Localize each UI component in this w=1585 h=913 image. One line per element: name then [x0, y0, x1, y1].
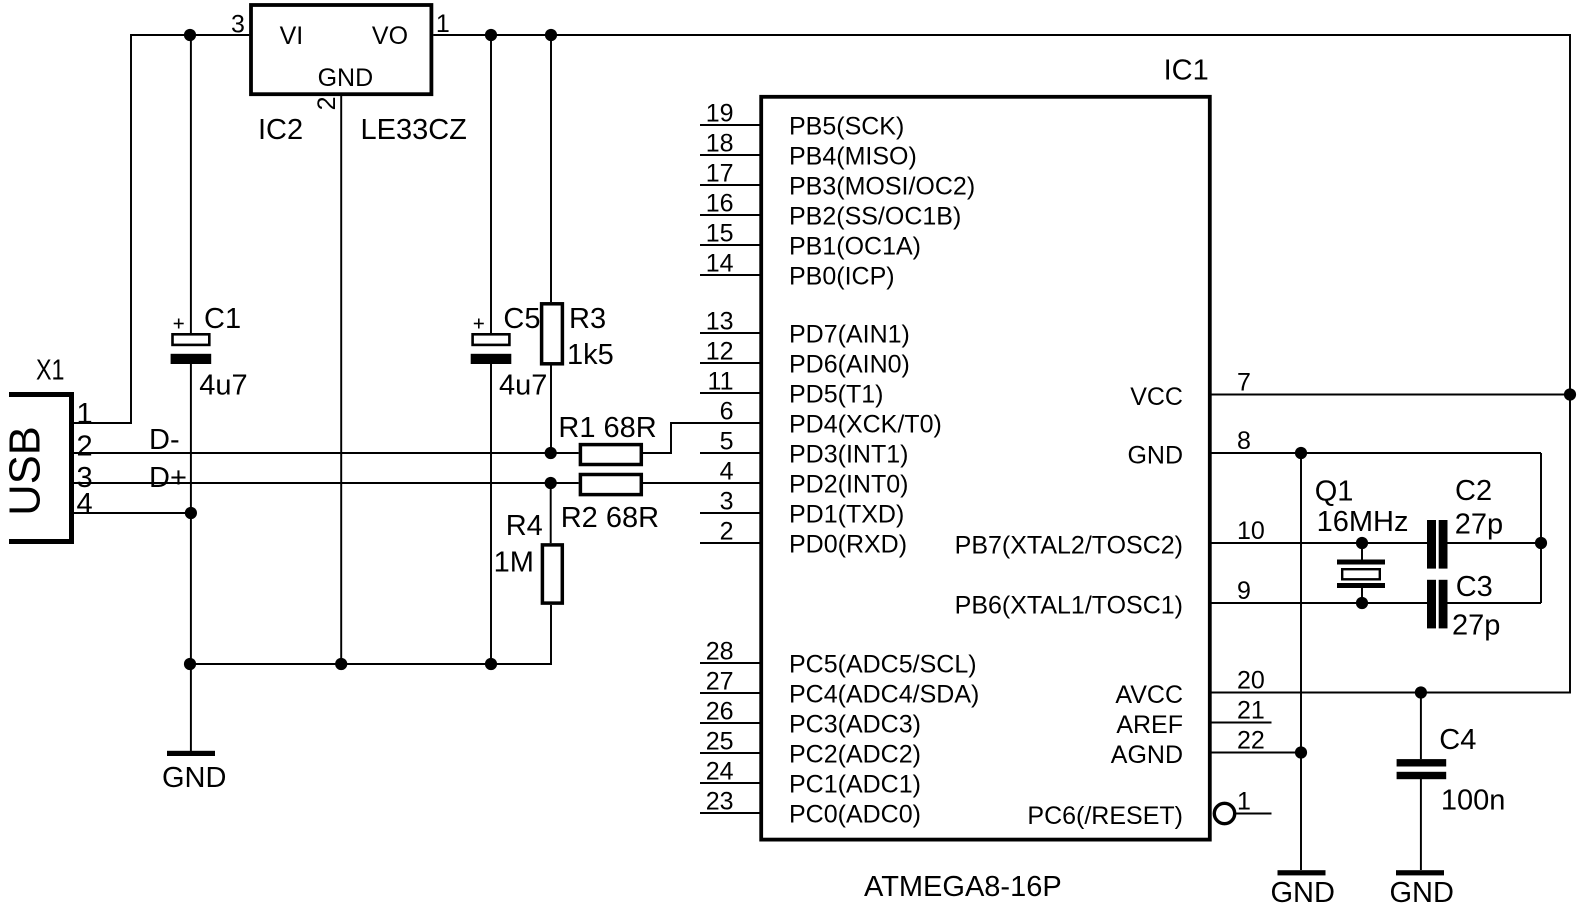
svg-text:VO: VO: [372, 22, 408, 50]
svg-text:2: 2: [720, 518, 734, 546]
svg-text:PB6(XTAL1/TOSC1): PB6(XTAL1/TOSC1): [955, 592, 1183, 620]
svg-text:PD0(RXD): PD0(RXD): [789, 531, 907, 559]
svg-text:5: 5: [720, 428, 734, 456]
svg-text:27p: 27p: [1455, 509, 1503, 541]
svg-text:20: 20: [1237, 667, 1265, 695]
svg-text:13: 13: [706, 308, 734, 336]
svg-text:R2 68R: R2 68R: [561, 502, 659, 534]
svg-text:PD5(T1): PD5(T1): [789, 381, 883, 409]
svg-text:4u7: 4u7: [499, 370, 547, 402]
svg-text:17: 17: [706, 160, 734, 188]
svg-text:AGND: AGND: [1111, 741, 1183, 769]
svg-text:PB1(OC1A): PB1(OC1A): [789, 233, 921, 261]
svg-text:16: 16: [706, 190, 734, 218]
svg-text:23: 23: [706, 788, 734, 816]
svg-text:PC1(ADC1): PC1(ADC1): [789, 771, 921, 799]
svg-text:PC4(ADC4/SDA): PC4(ADC4/SDA): [789, 681, 979, 709]
svg-text:1: 1: [1237, 788, 1251, 816]
svg-text:USB: USB: [1, 426, 49, 515]
svg-text:3: 3: [77, 462, 93, 494]
svg-text:PC3(ADC3): PC3(ADC3): [789, 711, 921, 739]
svg-text:GND: GND: [1390, 877, 1454, 909]
svg-text:PB7(XTAL2/TOSC2): PB7(XTAL2/TOSC2): [955, 532, 1183, 560]
svg-text:LE33CZ: LE33CZ: [361, 114, 467, 146]
svg-text:1M: 1M: [494, 547, 534, 579]
svg-text:C3: C3: [1456, 571, 1493, 603]
svg-text:14: 14: [706, 250, 734, 278]
svg-text:1k5: 1k5: [567, 339, 614, 371]
svg-text:3: 3: [720, 488, 734, 516]
svg-text:27p: 27p: [1452, 610, 1500, 642]
svg-text:4u7: 4u7: [199, 370, 247, 402]
svg-text:GND: GND: [318, 64, 374, 92]
svg-text:GND: GND: [1127, 442, 1183, 470]
svg-text:19: 19: [706, 100, 734, 128]
svg-text:PD1(TXD): PD1(TXD): [789, 501, 904, 529]
svg-text:C4: C4: [1439, 724, 1476, 756]
svg-text:D+: D+: [149, 462, 187, 494]
svg-text:C1: C1: [204, 303, 241, 335]
svg-text:PD7(AIN1): PD7(AIN1): [789, 321, 910, 349]
svg-text:8: 8: [1237, 427, 1251, 455]
svg-text:PB3(MOSI/OC2): PB3(MOSI/OC2): [789, 173, 975, 201]
svg-text:1: 1: [77, 398, 93, 430]
svg-text:12: 12: [706, 338, 734, 366]
svg-text:PD2(INT0): PD2(INT0): [789, 471, 908, 499]
svg-text:PD6(AIN0): PD6(AIN0): [789, 351, 910, 379]
svg-text:PB0(ICP): PB0(ICP): [789, 263, 895, 291]
svg-text:PB4(MISO): PB4(MISO): [789, 143, 917, 171]
svg-text:C5: C5: [503, 303, 540, 335]
svg-text:2: 2: [77, 431, 93, 463]
svg-text:22: 22: [1237, 727, 1265, 755]
svg-text:IC2: IC2: [258, 114, 303, 146]
svg-text:Q1: Q1: [1315, 476, 1354, 508]
svg-text:100n: 100n: [1441, 785, 1506, 817]
svg-text:PD3(INT1): PD3(INT1): [789, 441, 908, 469]
svg-text:21: 21: [1237, 697, 1265, 725]
svg-text:AVCC: AVCC: [1115, 681, 1183, 709]
svg-text:GND: GND: [1271, 877, 1335, 909]
svg-text:25: 25: [706, 728, 734, 756]
svg-text:AREF: AREF: [1116, 711, 1183, 739]
svg-text:18: 18: [706, 130, 734, 158]
svg-text:D-: D-: [149, 424, 180, 456]
svg-text:28: 28: [706, 638, 734, 666]
svg-text:IC1: IC1: [1164, 55, 1209, 87]
svg-text:GND: GND: [162, 762, 226, 794]
svg-text:X1: X1: [36, 355, 65, 387]
svg-text:6: 6: [720, 398, 734, 426]
svg-text:2: 2: [313, 96, 341, 110]
svg-text:PB2(SS/OC1B): PB2(SS/OC1B): [789, 203, 961, 231]
svg-text:27: 27: [706, 668, 734, 696]
svg-text:PC0(ADC0): PC0(ADC0): [789, 801, 921, 829]
svg-text:15: 15: [706, 220, 734, 248]
svg-text:PC5(ADC5/SCL): PC5(ADC5/SCL): [789, 651, 977, 679]
svg-text:24: 24: [706, 758, 734, 786]
svg-text:26: 26: [706, 698, 734, 726]
svg-text:3: 3: [231, 10, 245, 38]
svg-text:1: 1: [436, 10, 450, 38]
svg-text:7: 7: [1237, 369, 1251, 397]
svg-text:10: 10: [1237, 517, 1265, 545]
svg-text:4: 4: [77, 488, 93, 520]
svg-text:PC2(ADC2): PC2(ADC2): [789, 741, 921, 769]
svg-text:PC6(/RESET): PC6(/RESET): [1027, 802, 1183, 830]
svg-text:VCC: VCC: [1130, 383, 1183, 411]
svg-text:16MHz: 16MHz: [1317, 506, 1409, 538]
svg-text:PD4(XCK/T0): PD4(XCK/T0): [789, 411, 942, 439]
svg-text:C2: C2: [1455, 475, 1492, 507]
svg-text:VI: VI: [280, 22, 304, 50]
svg-text:R4: R4: [506, 510, 543, 542]
svg-text:R1 68R: R1 68R: [558, 412, 656, 444]
svg-text:PB5(SCK): PB5(SCK): [789, 113, 904, 141]
svg-text:ATMEGA8-16P: ATMEGA8-16P: [864, 871, 1062, 903]
svg-text:11: 11: [708, 368, 734, 396]
svg-text:4: 4: [720, 458, 734, 486]
svg-text:R3: R3: [569, 303, 606, 335]
svg-text:9: 9: [1237, 577, 1251, 605]
